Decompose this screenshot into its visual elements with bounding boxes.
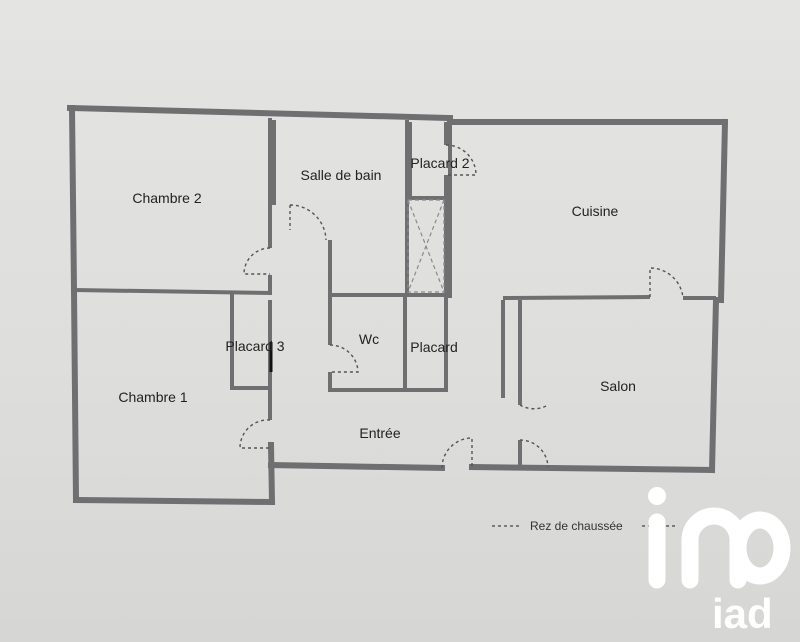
label-salle-de-bain: Salle de bain xyxy=(301,167,382,183)
logo-i-dot xyxy=(648,487,666,505)
label-chambre1: Chambre 1 xyxy=(118,389,187,405)
door-salon-upper xyxy=(519,404,549,410)
room-labels: Chambre 2 Chambre 1 Salle de bain Placar… xyxy=(118,155,636,441)
label-wc: Wc xyxy=(359,331,379,347)
wall-cuisine-salon xyxy=(502,295,651,300)
label-cuisine: Cuisine xyxy=(572,203,619,219)
door-chambre1 xyxy=(239,419,271,449)
door-cuisine xyxy=(649,267,684,299)
doors xyxy=(239,144,684,469)
wall-left-lower xyxy=(70,286,80,504)
door-sdb xyxy=(289,204,327,241)
shaft xyxy=(407,199,445,293)
label-placard2: Placard 2 xyxy=(410,155,469,171)
walls xyxy=(66,104,729,506)
door-wc xyxy=(329,344,359,373)
door-salon-lower xyxy=(519,439,549,468)
wall-wc-left-lower xyxy=(328,372,448,392)
label-chambre2: Chambre 2 xyxy=(132,190,201,206)
door-entrance xyxy=(441,437,473,469)
door-placard2 xyxy=(445,144,477,176)
legend-label: Rez de chaussée xyxy=(530,519,623,533)
logo-o-arc xyxy=(729,511,791,585)
label-placard3: Placard 3 xyxy=(225,338,284,354)
label-placard: Placard xyxy=(410,339,457,355)
wall-bottom-salon xyxy=(468,463,716,474)
wall-placard2-box xyxy=(408,122,448,200)
wall-bottom-left xyxy=(72,496,276,506)
logo-text: iad xyxy=(712,590,773,637)
door-chambre2 xyxy=(243,247,271,275)
wall-between-bedrooms xyxy=(73,288,273,295)
label-entree: Entrée xyxy=(359,425,400,441)
iad-logo: iad xyxy=(648,487,791,637)
wall-chambre1-right xyxy=(267,441,276,506)
wall-left xyxy=(68,104,78,294)
wall-right xyxy=(717,118,729,304)
label-salon: Salon xyxy=(600,378,636,394)
wall-bottom-entree xyxy=(267,461,446,472)
legend: Rez de chaussée xyxy=(492,519,676,533)
wall-right-lower xyxy=(708,296,720,474)
wall-top-left xyxy=(66,104,454,122)
